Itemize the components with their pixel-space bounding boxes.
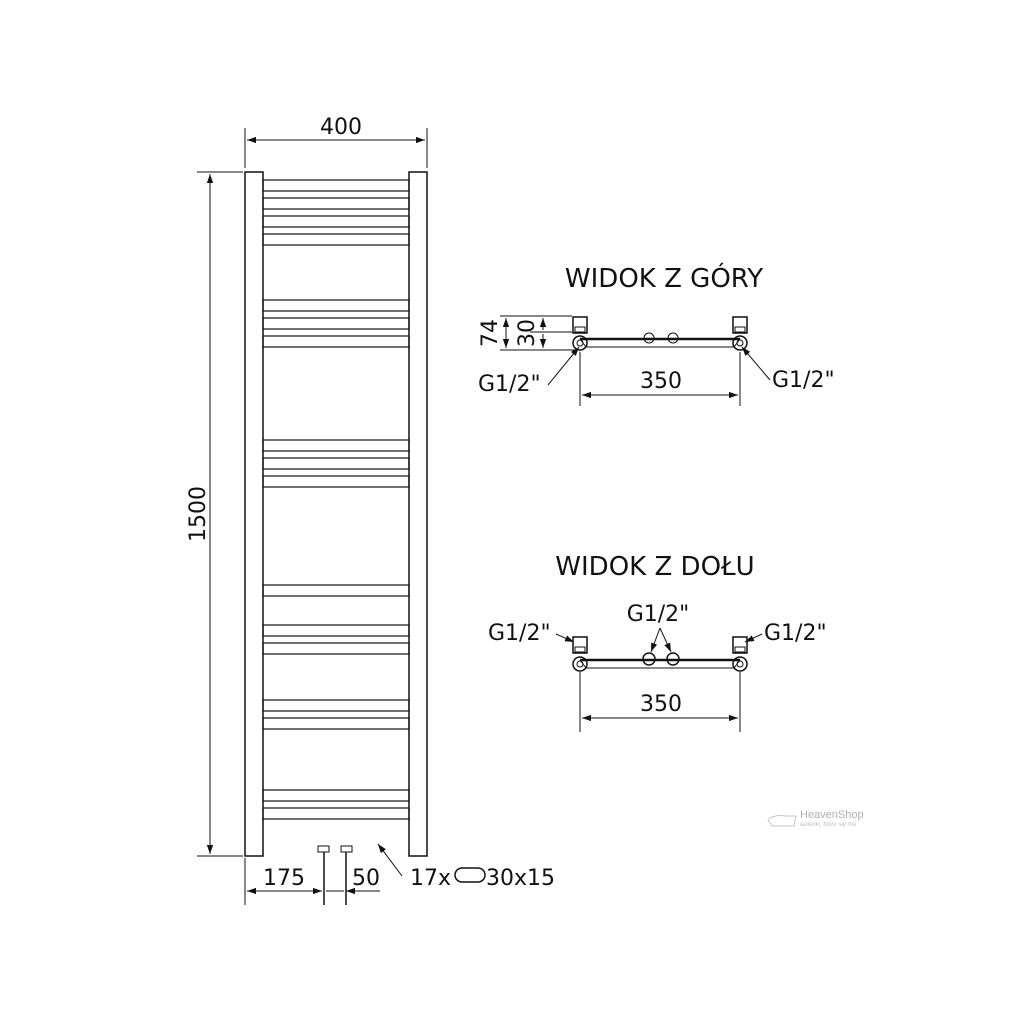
bottom-view: WIDOK Z DOŁU G1/2" G1/2" G1/2" [488,552,827,732]
top-view: WIDOK Z GÓRY 74 30 [478,262,835,406]
rung [262,584,410,597]
bottom-center-conn-right [666,652,680,666]
height-label: 1500 [186,486,211,542]
bottom-view-title: WIDOK Z DOŁU [555,552,754,582]
oval-profile-icon [454,867,486,883]
top-spacing-label: 350 [640,369,682,394]
watermark-tagline: łazienki, które się ma [800,822,857,828]
bottom-center-leader-left [650,627,661,653]
rung [262,299,410,312]
top-right-conn-label: G1/2" [772,368,835,393]
bottom-center-conn-label: G1/2" [627,602,690,627]
rung [262,215,410,228]
depth-inner-label: 30 [515,319,540,347]
bottom-right-valve [732,636,748,672]
bottom-left-conn-label: G1/2" [488,621,551,646]
top-view-title: WIDOK Z GÓRY [565,262,763,294]
rung-profile-label: 30x15 [486,866,555,891]
rungs-group [262,179,410,820]
rung [262,624,410,637]
left-collector [244,171,264,857]
depth-outer-label: 74 [478,319,503,347]
rung [262,197,410,210]
rung [262,642,410,655]
rungs-leader [377,843,403,877]
rung [262,179,410,192]
connection-stub-right [340,845,353,853]
top-left-valve [572,316,588,351]
rung [262,807,410,820]
front-view: 400 1500 175 50 17x 30x15 [186,115,555,905]
rung [262,317,410,330]
top-center-conn-right [667,332,679,344]
bathtub-icon [767,815,797,827]
rung [262,457,410,470]
rung [262,475,410,488]
top-right-conn-leader [741,346,771,381]
spacing-label: 50 [352,866,380,891]
rung [262,789,410,802]
rung [262,335,410,348]
rung [262,699,410,712]
connection-stub-left [317,845,330,853]
bottom-left-conn-leader [555,633,575,643]
bottom-center-leader-right [659,627,672,653]
offset-label: 175 [263,866,305,891]
top-left-conn-label: G1/2" [478,372,541,397]
watermark-brand: HeavenShop [800,809,864,821]
top-center-conn-left [643,332,655,344]
rung [262,233,410,246]
bottom-right-conn-leader [744,633,763,643]
rung [262,439,410,452]
rungs-count-label: 17x [410,866,451,891]
bottom-left-valve [572,636,588,672]
right-collector [408,171,428,857]
bottom-right-conn-label: G1/2" [764,621,827,646]
top-left-conn-leader [547,346,580,386]
heavenshop-logo: HeavenShop łazienki, które się ma [767,809,864,828]
width-label: 400 [320,115,362,140]
bottom-spacing-label: 350 [640,692,682,717]
rung [262,717,410,730]
bottom-center-conn-left [642,652,656,666]
bottom-connections [317,845,353,905]
top-right-valve [732,316,748,351]
